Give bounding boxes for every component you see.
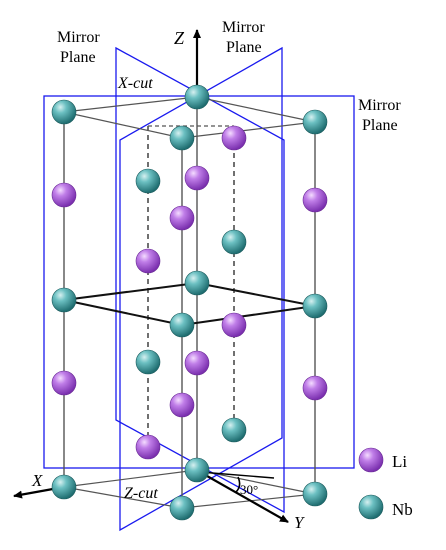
atoms [51,84,384,521]
mirror-plane-diagonal-b [119,46,283,532]
z-cut-label: Z-cut [124,485,158,502]
nb-atom [135,168,161,194]
mirror-plane-label-left-2: Plane [60,49,96,66]
li-atom [169,205,195,231]
legend-nb-atom [358,494,384,520]
li-atom [184,165,210,191]
labels: Mirror Plane Mirror Plane Mirror Plane Z… [31,19,413,532]
li-atom [302,375,328,401]
z-axis-label: Z [174,28,185,48]
li-atom [184,350,210,376]
legend-li-label: Li [392,452,407,471]
angle-label: 30° [240,482,258,497]
hidden-bonds [147,126,235,447]
nb-atom [184,457,210,483]
legend-li-atom [358,447,384,473]
nb-atom [302,293,328,319]
nb-atom [221,417,247,443]
x-cut-label: X-cut [117,75,153,92]
mirror-plane-diagonal-a [115,46,285,514]
li-atom [51,370,77,396]
angle-ref-line [199,471,275,479]
nb-atom [302,109,328,135]
nb-atom [51,99,77,125]
x-axis-label: X [31,471,43,490]
nb-atom [302,481,328,507]
nb-atom [184,270,210,296]
legend-nb-label: Nb [392,500,413,519]
nb-atom [135,349,161,375]
nb-atom [221,229,247,255]
nb-atom [169,495,195,521]
li-atom [135,248,161,274]
nb-atom [169,125,195,151]
mirror-plane-label-mid: Mirror [222,19,265,36]
nb-atom [184,84,210,110]
li-atom [51,182,77,208]
y-axis-arrow [199,471,289,523]
mirror-plane-label-mid-2: Plane [226,39,262,56]
vertical-bonds [63,97,316,508]
mirror-plane-label-left: Mirror [57,29,100,46]
nb-atom [169,312,195,338]
mirror-plane-label-right-2: Plane [362,117,398,134]
li-atom [302,187,328,213]
nb-atom [51,474,77,500]
li-atom [169,392,195,418]
li-atom [221,312,247,338]
li-atom [221,125,247,151]
li-atom [135,434,161,460]
mirror-plane-label-right: Mirror [358,97,401,114]
y-axis-label: Y [294,513,305,532]
angle-arc [235,476,241,493]
nb-atom [51,287,77,313]
